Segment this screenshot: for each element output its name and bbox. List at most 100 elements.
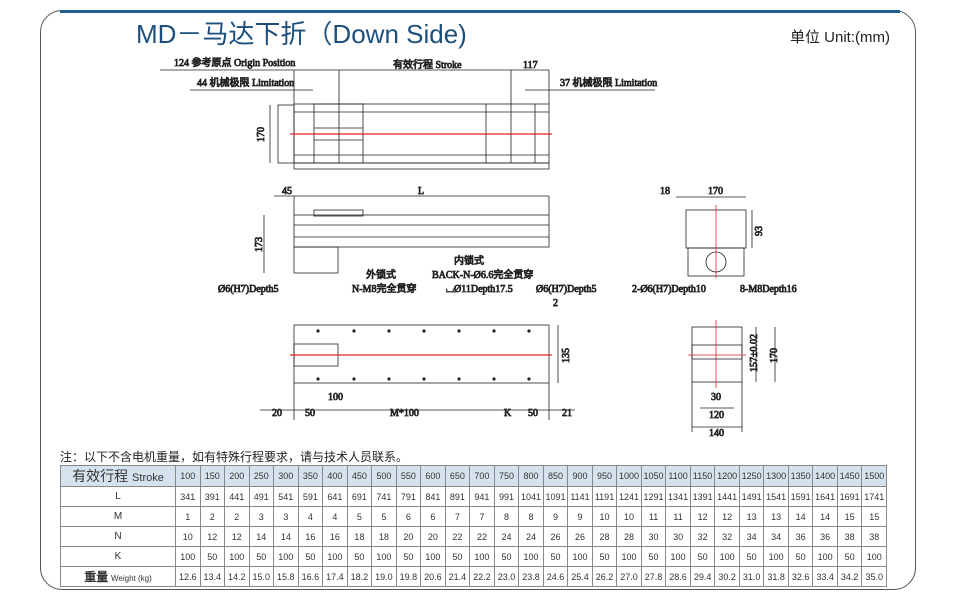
dim-170-bottom: 170 bbox=[769, 348, 780, 363]
dim-18: 18 bbox=[660, 186, 670, 197]
table-cell: 791 bbox=[395, 486, 422, 507]
end-view-bottom: 2-Ø6(H7)Depth10 8-M8Depth16 157±0.02 170… bbox=[632, 284, 797, 440]
row-label: N bbox=[60, 526, 176, 547]
pin-right-label: Ø6(H7)Depth5 bbox=[536, 284, 597, 295]
table-cell: 1741 bbox=[861, 486, 887, 507]
stroke-cell: 1500 bbox=[861, 465, 887, 487]
stroke-cell: 500 bbox=[371, 465, 397, 487]
weight-cell: 32.6 bbox=[787, 566, 814, 587]
origin-position-label: 124 参考原点 Origin Position bbox=[174, 56, 295, 69]
weight-cell: 14.2 bbox=[224, 566, 250, 587]
dim-m100: M*100 bbox=[390, 408, 419, 419]
nm8-label: N-M8完全贯穿 bbox=[352, 282, 416, 295]
dim-L: L bbox=[418, 186, 424, 197]
table-cell: 100 bbox=[469, 546, 495, 567]
threads-label: 8-M8Depth16 bbox=[740, 284, 797, 295]
stroke-cell: 1250 bbox=[738, 465, 765, 487]
pins-label: 2-Ø6(H7)Depth10 bbox=[632, 284, 706, 295]
weight-cell: 23.0 bbox=[493, 566, 520, 587]
table-cell: 50 bbox=[493, 546, 520, 567]
table-cell: 1241 bbox=[616, 486, 642, 507]
weight-cell: 16.6 bbox=[297, 566, 324, 587]
table-cell: 2 bbox=[224, 506, 250, 527]
back-hole-label: BACK-N-Ø6.6完全贯穿 bbox=[432, 268, 533, 281]
stroke-cell: 1150 bbox=[689, 465, 716, 487]
table-cell: 10 bbox=[616, 506, 642, 527]
table-cell: 10 bbox=[175, 526, 201, 547]
unit-label: 单位 Unit:(mm) bbox=[790, 29, 890, 46]
table-cell: 26 bbox=[567, 526, 593, 547]
stroke-cell: 800 bbox=[518, 465, 544, 487]
stroke-cell: 1200 bbox=[714, 465, 740, 487]
stroke-cell: 300 bbox=[273, 465, 299, 487]
weight-cell: 30.2 bbox=[714, 566, 740, 587]
dim-170-top: 170 bbox=[708, 186, 723, 197]
table-cell: 100 bbox=[665, 546, 691, 567]
table-cell: 441 bbox=[224, 486, 250, 507]
stroke-cell: 1050 bbox=[640, 465, 667, 487]
stroke-cell: 550 bbox=[395, 465, 422, 487]
table-cell: 1141 bbox=[567, 486, 593, 507]
weight-cell: 21.4 bbox=[444, 566, 471, 587]
table-cell: 100 bbox=[861, 546, 887, 567]
table-cell: 6 bbox=[395, 506, 422, 527]
table-cell: 100 bbox=[175, 546, 201, 567]
dim-45: 45 bbox=[282, 186, 292, 197]
table-cell: 50 bbox=[297, 546, 324, 567]
dim-30: 30 bbox=[711, 392, 721, 403]
weight-cell: 31.8 bbox=[763, 566, 789, 587]
table-cell: 24 bbox=[493, 526, 520, 547]
table-cell: 16 bbox=[322, 526, 348, 547]
dim-93: 93 bbox=[754, 226, 765, 236]
weight-cell: 29.4 bbox=[689, 566, 716, 587]
table-cell: 641 bbox=[322, 486, 348, 507]
table-cell: 22 bbox=[444, 526, 471, 547]
table-cell: 50 bbox=[542, 546, 569, 567]
table-cell: 50 bbox=[444, 546, 471, 567]
table-cell: 12 bbox=[224, 526, 250, 547]
weight-cell: 12.6 bbox=[175, 566, 201, 587]
table-cell: 36 bbox=[787, 526, 814, 547]
table-cell: 100 bbox=[714, 546, 740, 567]
table-cell: 9 bbox=[542, 506, 569, 527]
table-cell: 5 bbox=[346, 506, 373, 527]
stroke-cell: 400 bbox=[322, 465, 348, 487]
table-cell: 741 bbox=[371, 486, 397, 507]
table-cell: 100 bbox=[518, 546, 544, 567]
stroke-cell: 900 bbox=[567, 465, 593, 487]
row-label: K bbox=[60, 546, 176, 567]
table-cell: 14 bbox=[787, 506, 814, 527]
dim-117: 117 bbox=[523, 60, 538, 71]
weight-cell: 27.0 bbox=[616, 566, 642, 587]
table-cell: 12 bbox=[199, 526, 226, 547]
weight-cell: 22.2 bbox=[469, 566, 495, 587]
counterbore-label: ⌴Ø11Depth17.5 bbox=[446, 284, 513, 295]
table-cell: 50 bbox=[248, 546, 275, 567]
table-cell: 2 bbox=[199, 506, 226, 527]
weight-cell: 35.0 bbox=[861, 566, 887, 587]
table-cell: 100 bbox=[812, 546, 838, 567]
stroke-cell: 250 bbox=[248, 465, 275, 487]
table-cell: 1391 bbox=[689, 486, 716, 507]
end-view-top: 18 170 93 bbox=[660, 186, 765, 278]
outer-lock-label: 外锁式 bbox=[366, 268, 396, 281]
table-cell: 26 bbox=[542, 526, 569, 547]
table-cell: 12 bbox=[689, 506, 716, 527]
stroke-cell: 850 bbox=[542, 465, 569, 487]
weight-cell: 13.4 bbox=[199, 566, 226, 587]
table-cell: 14 bbox=[812, 506, 838, 527]
weight-cell: 23.8 bbox=[518, 566, 544, 587]
table-cell: 391 bbox=[199, 486, 226, 507]
table-cell: 50 bbox=[787, 546, 814, 567]
table-cell: 4 bbox=[322, 506, 348, 527]
table-cell: 8 bbox=[493, 506, 520, 527]
table-cell: 38 bbox=[861, 526, 887, 547]
table-cell: 1341 bbox=[665, 486, 691, 507]
weight-cell: 17.4 bbox=[322, 566, 348, 587]
table-cell: 7 bbox=[469, 506, 495, 527]
table-cell: 841 bbox=[420, 486, 446, 507]
table-cell: 38 bbox=[836, 526, 863, 547]
weight-cell: 15.0 bbox=[248, 566, 275, 587]
